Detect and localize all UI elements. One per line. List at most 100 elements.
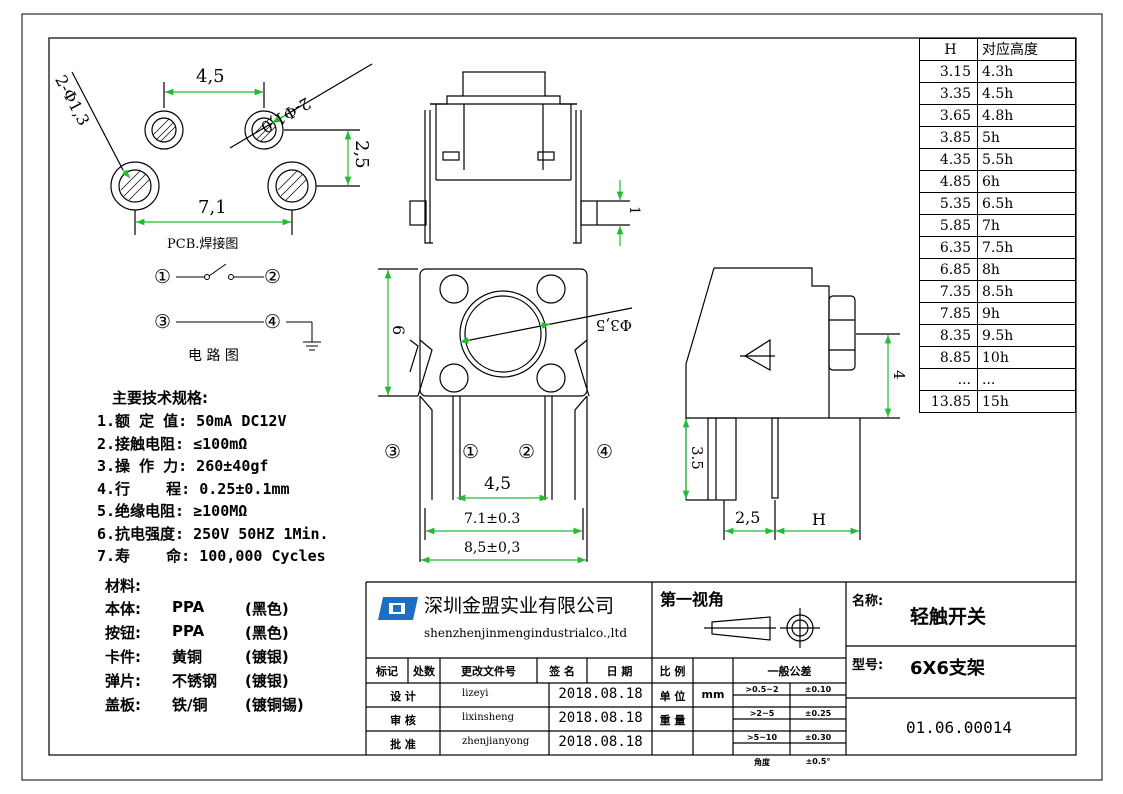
- front-view: [378, 268, 633, 564]
- height-h-value: 6.85: [919, 258, 978, 281]
- pcb-spacing-bottom: 7,1: [198, 197, 227, 218]
- material-name: PPA: [172, 598, 205, 616]
- circuit-pin-1: ①: [154, 266, 172, 288]
- height-value: 9.5h: [977, 324, 1076, 347]
- height-h-value: 3.65: [919, 104, 978, 127]
- unit-value: mm: [701, 688, 725, 701]
- tolerance-value: ±0.5°: [805, 757, 831, 766]
- height-value: 5h: [977, 126, 1076, 149]
- height-h-value: 7.35: [919, 280, 978, 303]
- height-value: ...: [977, 368, 1076, 391]
- tolerance-range: 角度: [754, 758, 770, 767]
- company-logo: [378, 597, 418, 620]
- height-value: 5.5h: [977, 148, 1076, 171]
- height-h-value: 5.35: [919, 192, 978, 215]
- height-table-header: H 对应高度: [919, 38, 1076, 61]
- approval-role: 设 计: [390, 690, 416, 703]
- tolerance-value: ±0.25: [804, 709, 832, 718]
- height-value: 8h: [977, 258, 1076, 281]
- right-dim-h: H: [812, 510, 826, 529]
- pcb-spacing-top: 4,5: [196, 66, 225, 87]
- material-name: 黄铜: [172, 648, 203, 666]
- spec-item: 3.操 作 力: 260±40gf: [97, 457, 269, 475]
- front-pin-2: ②: [518, 441, 536, 463]
- tolerance-range: >5~10: [746, 733, 778, 742]
- name-label: 名称:: [852, 594, 884, 609]
- material-finish: (黑色): [245, 600, 289, 618]
- pcb-spacing-side: 2,5: [351, 140, 372, 169]
- height-value: 10h: [977, 346, 1076, 369]
- material-finish: (镀银): [245, 648, 289, 666]
- approval-role: 审 核: [390, 714, 416, 727]
- height-h-value: 3.35: [919, 82, 978, 105]
- height-h-value: 4.35: [919, 148, 978, 171]
- inner-border: [48, 37, 1077, 756]
- material-name: 铁/铜: [172, 696, 208, 714]
- approval-role: 批 准: [390, 738, 416, 751]
- outer-border: [21, 13, 1103, 781]
- model-value: 6X6支架: [910, 658, 985, 679]
- material-part: 卡件:: [105, 648, 141, 666]
- circuit-pin-2: ②: [264, 266, 282, 288]
- height-h-value: 13.85: [919, 390, 978, 413]
- height-value: 7h: [977, 214, 1076, 237]
- width-8-5-label: 8,5±0,3: [464, 540, 521, 556]
- front-pin-3: ③: [384, 441, 402, 463]
- specs-title: 主要技术规格:: [112, 389, 208, 407]
- material-finish: (黑色): [245, 624, 289, 642]
- circuit-title: 电 路 图: [188, 348, 239, 364]
- hdr-signature: 签 名: [549, 665, 575, 678]
- height-h-value: ...: [919, 368, 978, 391]
- spec-item: 5.绝缘电阻: ≥100MΩ: [97, 502, 248, 520]
- material-part: 盖板:: [105, 696, 141, 714]
- right-dim-3-5: 3.5: [688, 446, 706, 470]
- approval-date: 2018.08.18: [558, 686, 643, 702]
- materials-title: 材料:: [105, 577, 141, 595]
- height-value: 9h: [977, 302, 1076, 325]
- view-label: 第一视角: [660, 590, 725, 609]
- height-value: 4.3h: [977, 60, 1076, 83]
- height-value: 4.5h: [977, 82, 1076, 105]
- hdr-date: 日 期: [606, 665, 633, 678]
- material-name: PPA: [172, 622, 205, 640]
- tolerance-value: ±0.10: [804, 685, 832, 694]
- height-h-value: 8.85: [919, 346, 978, 369]
- front-pin-1: ①: [462, 441, 480, 463]
- circuit-pin-4: ④: [264, 311, 282, 333]
- height-h-value: 7.85: [919, 302, 978, 325]
- height-h-value: 6.35: [919, 236, 978, 259]
- approver-name: lizeyi: [462, 688, 489, 699]
- scale-label: 比 例: [659, 665, 686, 678]
- right-dim-2-5: 2,5: [735, 508, 761, 527]
- spec-item: 2.接触电阻: ≤100mΩ: [97, 434, 248, 453]
- circuit-pin-3: ③: [154, 311, 172, 333]
- height-h-value: 8.35: [919, 324, 978, 347]
- height-h-value: 4.85: [919, 170, 978, 193]
- material-finish: (镀银): [245, 672, 289, 690]
- pcb-title: PCB.焊接图: [167, 237, 239, 252]
- hdr-change-doc: 更改文件号: [461, 665, 516, 678]
- right-dim-4: 4: [890, 370, 908, 380]
- height-value: 6.5h: [977, 192, 1076, 215]
- weight-label: 重 量: [659, 714, 686, 727]
- height-h-value: 3.15: [919, 60, 978, 83]
- spec-item: 4.行 程: 0.25±0.1mm: [97, 479, 290, 498]
- header-height: 对应高度: [977, 38, 1076, 61]
- material-finish: (镀铜锡): [245, 696, 304, 714]
